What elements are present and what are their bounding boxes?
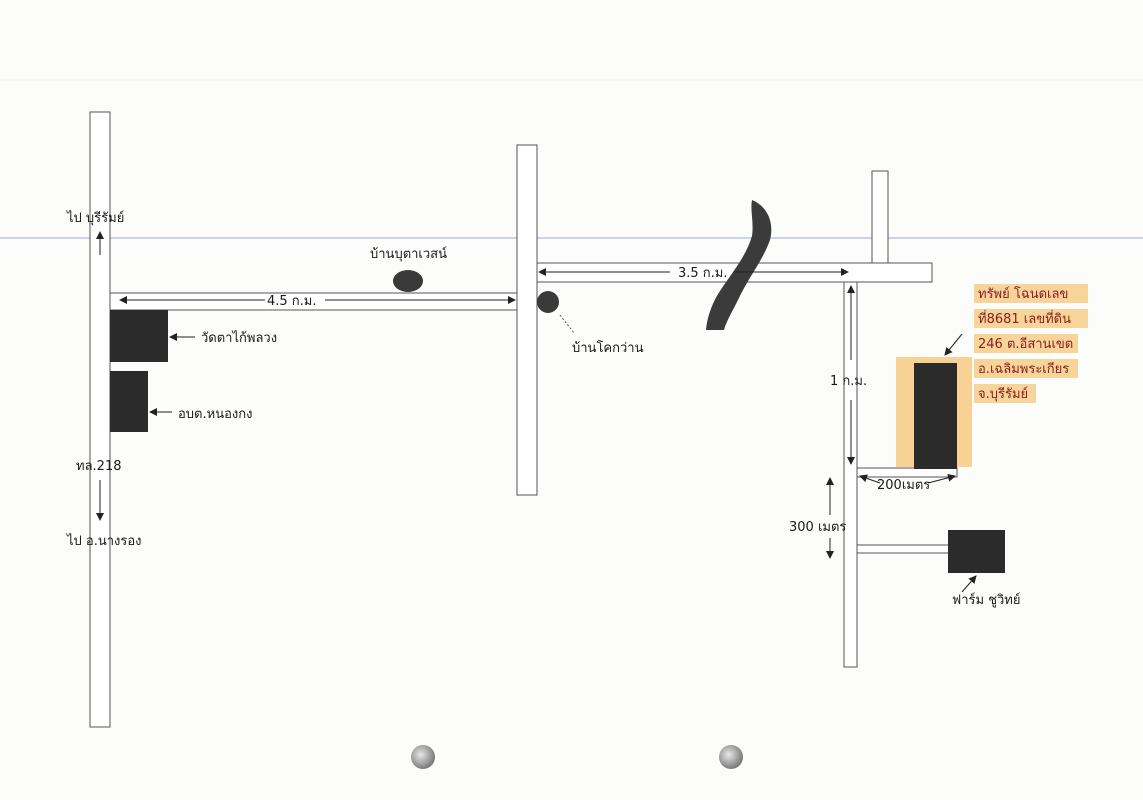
label-distance-35: 3.5 ก.ม. <box>678 266 728 281</box>
property-line-3: 246 ต.อีสานเขต <box>978 336 1073 352</box>
river-shape <box>706 200 772 330</box>
label-distance-1: 1 ก.ม. <box>830 374 867 389</box>
property-line-highlight <box>974 334 1078 353</box>
ban-khok-marker <box>537 291 559 313</box>
label-ban-khok: บ้านโคกว่าน <box>572 340 644 356</box>
label-obt: อบต.หนองกง <box>178 407 252 422</box>
property-line-2: ที่8681 เลขที่ดิน <box>978 310 1071 327</box>
ban-buta-marker <box>393 270 423 292</box>
road-top-right-spur <box>871 170 889 264</box>
label-highway: ทล.218 <box>76 459 121 474</box>
property-plot <box>914 363 957 469</box>
wat-building <box>110 310 168 362</box>
property-line-highlight <box>974 359 1078 378</box>
property-line-highlight <box>974 309 1088 328</box>
property-line-5: จ.บุรีรัมย์ <box>978 386 1028 402</box>
label-to-buriram: ไป บุรีรัมย์ <box>66 210 124 226</box>
property-line-highlight <box>974 384 1036 403</box>
farm-building <box>948 530 1005 573</box>
road-to-farm <box>856 544 950 554</box>
road-middle-vertical <box>516 144 538 496</box>
road-highway-218 <box>89 111 111 728</box>
label-to-nang-rong: ไป อ.นางรอง <box>66 533 142 549</box>
arrow-200m-right <box>927 473 956 484</box>
label-wat: วัดตาไก้พลวง <box>201 330 277 346</box>
punch-hole-right <box>719 745 743 769</box>
arrow-farm <box>961 575 977 593</box>
arrow-200m-left <box>859 474 881 484</box>
label-distance-200: 200เมตร <box>877 478 930 493</box>
obt-building <box>110 371 148 432</box>
property-line-1: ทรัพย์ โฉนดเลข <box>978 286 1068 302</box>
road-to-property <box>856 467 958 478</box>
label-farm: ฟาร์ม ชูวิทย์ <box>952 592 1021 608</box>
label-distance-45: 4.5 ก.ม. <box>267 294 317 309</box>
property-line-highlight <box>974 284 1088 303</box>
punch-hole-left <box>411 745 435 769</box>
property-line-4: อ.เฉลิมพระเกียร <box>978 361 1069 377</box>
label-distance-300: 300 เมตร <box>789 520 846 535</box>
arrow-property <box>944 333 963 356</box>
label-ban-buta: บ้านบุตาเวสน์ <box>370 246 447 262</box>
